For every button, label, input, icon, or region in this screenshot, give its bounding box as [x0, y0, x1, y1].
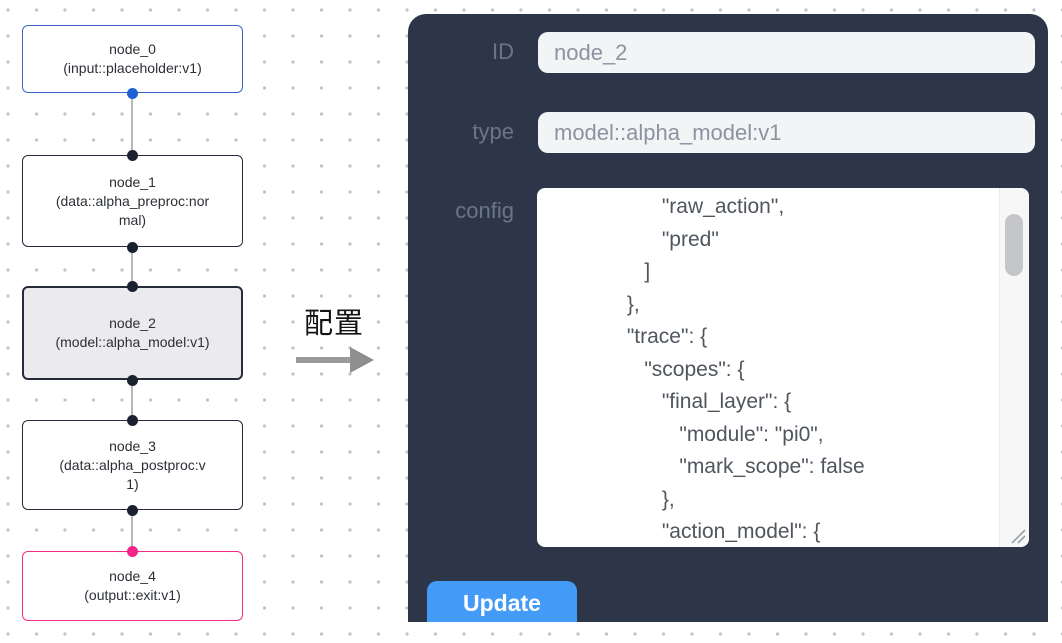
right-arrow-icon: [286, 346, 392, 374]
type-input[interactable]: [538, 112, 1035, 153]
flow-node-node_4[interactable]: node_4 (output::exit:v1): [22, 551, 243, 621]
config-scrollbar-thumb[interactable]: [1005, 214, 1023, 276]
flow-node-node_1[interactable]: node_1 (data::alpha_preproc:normal): [22, 155, 243, 247]
node-subtitle: (data::alpha_postproc:v1): [59, 456, 206, 492]
node-title: node_1: [109, 173, 156, 190]
edge-node1-node2: [131, 247, 133, 286]
node-title: node_0: [109, 41, 156, 57]
configure-callout: 配置: [286, 300, 392, 374]
node_0-source-handle[interactable]: [126, 87, 138, 99]
config-textarea[interactable]: "raw_action", "pred" ] }, "trace": { "sc…: [537, 188, 1029, 547]
node-subtitle: (model::alpha_model:v1): [55, 334, 210, 350]
node-title: node_2: [109, 315, 156, 331]
node-subtitle: (output::exit:v1): [84, 587, 181, 603]
id-label: ID: [492, 39, 514, 64]
resize-handle-icon[interactable]: [1008, 526, 1026, 544]
node-title: node_4: [109, 568, 156, 584]
edge-node3-node4: [131, 510, 133, 551]
node_4-target-handle[interactable]: [126, 545, 138, 557]
type-label: type: [472, 119, 514, 144]
configure-label: 配置: [303, 308, 364, 340]
config-label: config: [455, 198, 514, 223]
node-subtitle: (input::placeholder:v1): [63, 60, 202, 76]
config-json-text[interactable]: "raw_action", "pred" ] }, "trace": { "sc…: [626, 195, 865, 543]
id-input[interactable]: [538, 32, 1035, 73]
edge-node0-node1: [131, 93, 133, 155]
pipeline-flowchart: node_0 (input::placeholder:v1) node_1 (d…: [0, 0, 280, 643]
node_1-source-handle[interactable]: [126, 241, 138, 253]
flow-node-node_3[interactable]: node_3 (data::alpha_postproc:v1): [22, 420, 243, 510]
update-button[interactable]: Update: [427, 581, 577, 622]
node_2-source-handle[interactable]: [126, 374, 138, 386]
node-title: node_3: [109, 437, 156, 454]
node_1-target-handle[interactable]: [126, 149, 138, 161]
config-scrollbar[interactable]: [999, 188, 1029, 547]
edge-node2-node3: [131, 380, 133, 420]
flow-node-node_2[interactable]: node_2 (model::alpha_model:v1): [22, 286, 243, 380]
node_2-target-handle[interactable]: [126, 280, 138, 292]
node-subtitle: (data::alpha_preproc:normal): [55, 192, 210, 228]
node_3-target-handle[interactable]: [126, 414, 138, 426]
flow-node-node_0[interactable]: node_0 (input::placeholder:v1): [22, 25, 243, 93]
node-config-panel: ID type config "raw_action", "pred" ] },…: [408, 14, 1048, 622]
node_3-source-handle[interactable]: [126, 504, 138, 516]
